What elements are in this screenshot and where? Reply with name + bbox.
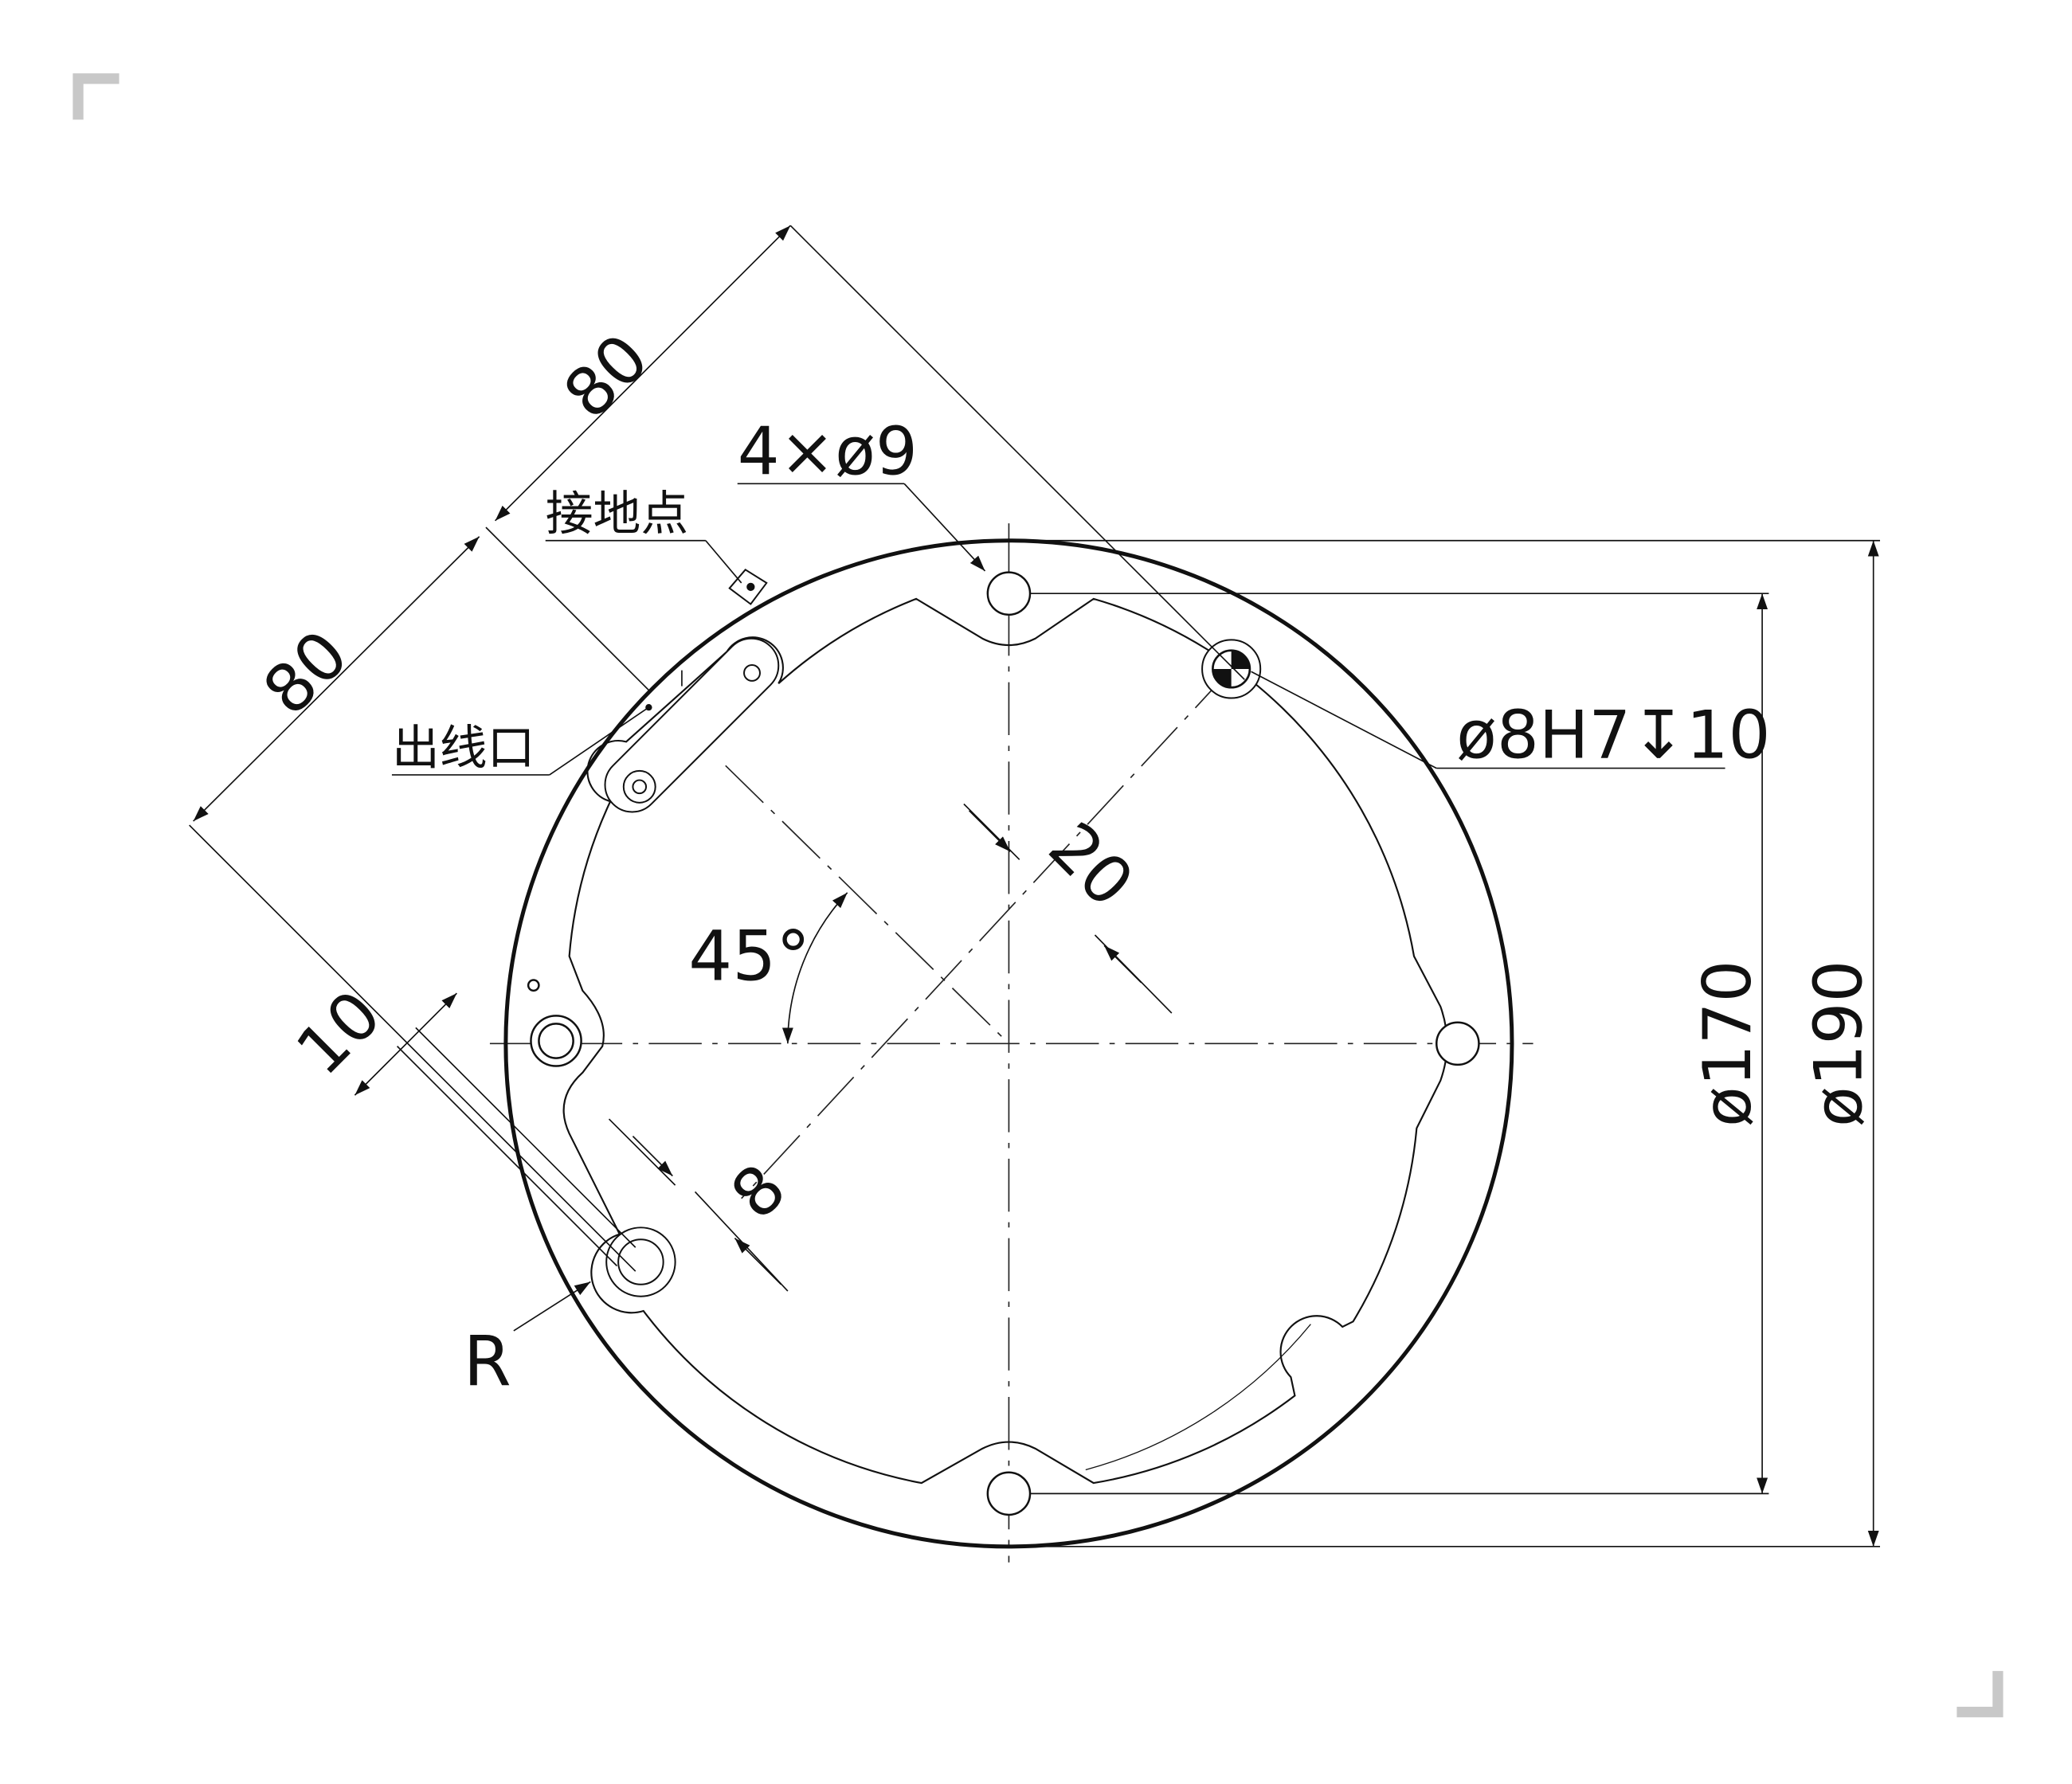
ext-line-10-b [415, 1027, 636, 1248]
ext-line-80-top [789, 225, 1245, 680]
dim-10-text: 10 [282, 976, 396, 1090]
r-leader [513, 1281, 591, 1332]
ext-line-80-mid [485, 526, 649, 691]
dim-line-80-upper [494, 225, 791, 522]
center-lines [489, 523, 1533, 1563]
slot-outline [604, 637, 780, 813]
dimension-texts: 80 80 4×ø9 ø8H7↧10 20 45° 10 8 R ø170 ø1… [249, 319, 1878, 1402]
cable-outlet-label: 出线口 [392, 721, 535, 777]
dimension-lines [189, 225, 1881, 1547]
r-hole-inner [617, 1238, 664, 1285]
pin-hole [1201, 639, 1262, 699]
ground-label-leader [705, 540, 742, 584]
corner-mark-bottom-right [1956, 1671, 2003, 1718]
mounting-hole-left-inner [538, 1023, 574, 1059]
dim-80-lower-text: 80 [249, 616, 362, 730]
ground-tab-dot [746, 582, 755, 592]
dim-line-8-b [734, 1238, 782, 1285]
ext-line-8-a [608, 1118, 676, 1186]
outlet-leader-dot [645, 703, 652, 711]
dim-line-20-a [968, 810, 1011, 852]
inner-recess-profile [562, 597, 1448, 1485]
ground-point-tab [728, 569, 768, 605]
dim-line-20-b [1103, 945, 1142, 984]
center-line-diagonal-45 [741, 668, 1232, 1199]
slot-end-hole-lower-inner [632, 779, 648, 795]
dim-line-10 [354, 992, 457, 1096]
dim-190-text: ø190 [1800, 960, 1878, 1127]
holes-callout-text: 4×ø9 [738, 413, 918, 491]
small-hole [527, 979, 540, 992]
ground-point-label: 接地点 [546, 486, 688, 542]
r-hole [605, 1226, 676, 1297]
pin-hole-center-mark [1231, 650, 1250, 669]
slot-end-hole-upper [743, 663, 761, 682]
dim-170-text: ø170 [1689, 960, 1766, 1127]
pin-hole-center-mark-2 [1212, 668, 1232, 688]
dim-line-8-a [632, 1136, 673, 1177]
center-line-slot-axis [725, 765, 1010, 1044]
pin-hole-callout-text: ø8H7↧10 [1456, 696, 1770, 773]
cable-outlet-slot [604, 637, 780, 813]
radius-label-text: R [464, 1322, 511, 1402]
holes-callout-leader [903, 483, 986, 572]
angle-arc-45 [781, 892, 848, 1044]
corner-marks [72, 73, 2003, 1718]
dim-20-text: 20 [1034, 808, 1148, 921]
dim-8-text: 8 [716, 1149, 801, 1234]
mounting-hole-right [1436, 1021, 1480, 1066]
mounting-hole-top [986, 571, 1032, 616]
inner-offset-line [1085, 1324, 1311, 1471]
dim-line-80-lower [193, 536, 480, 822]
ext-line-20-a [963, 803, 1020, 860]
pin-callout-leader [1251, 671, 1437, 769]
angle-45-text: 45° [688, 917, 810, 997]
dim-80-upper-text: 80 [549, 319, 663, 433]
mounting-holes [527, 571, 1480, 1516]
corner-mark-top-left [72, 73, 119, 120]
outlet-label-leader [549, 706, 649, 776]
mounting-hole-bottom [986, 1471, 1032, 1516]
